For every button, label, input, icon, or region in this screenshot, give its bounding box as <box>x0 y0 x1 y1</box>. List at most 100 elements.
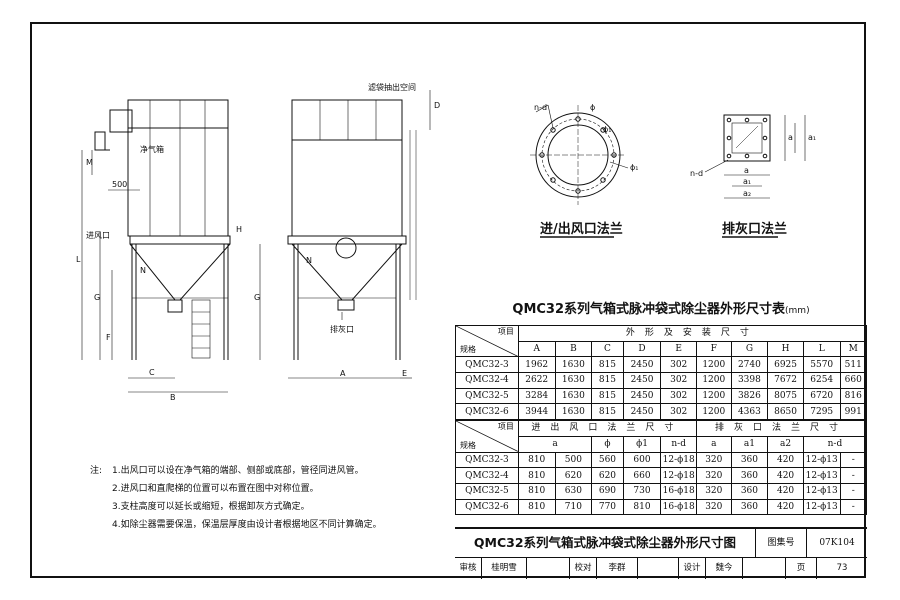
value-cell: 420 <box>767 467 804 484</box>
value-cell: - <box>839 451 868 469</box>
value-cell: 302 <box>660 356 697 374</box>
note-item: 4.如除尘器需要保温，保温层厚度由设计者根据地区不同计算确定。 <box>112 520 382 530</box>
table-title-text: QMC32系列气箱式脉冲袋式除尘器外形尺寸表 <box>512 302 786 317</box>
reviewer-signature <box>527 558 570 579</box>
atlas-number: 07K104 <box>819 538 855 548</box>
dim-h-label: H <box>236 225 242 234</box>
column-header: L <box>802 340 841 358</box>
front-view-drawing <box>259 90 431 379</box>
value-cell: 1200 <box>696 372 732 389</box>
value-cell: 816 <box>839 387 868 405</box>
value-cell: 2450 <box>622 372 662 389</box>
note-row: 4.如除尘器需要保温，保温层厚度由设计者根据地区不同计算确定。 <box>90 516 382 534</box>
value-cell: 360 <box>730 498 769 516</box>
table-group-header: 外形及安装尺寸 <box>517 325 868 342</box>
design-label: 设计 <box>679 558 706 579</box>
drawing-frame <box>30 22 866 578</box>
value-cell: 6720 <box>802 387 841 405</box>
inlet-flange-drawing <box>530 104 629 205</box>
value-cell: 660 <box>622 467 662 484</box>
ash-flange-caption: 排灰口法兰 <box>722 221 787 237</box>
column-header: a1 <box>730 435 769 453</box>
dim-l-label: L <box>76 255 81 264</box>
atlas-label: 图集号 <box>756 529 807 557</box>
value-cell: 12-ϕ13 <box>802 498 841 516</box>
value-cell: 991 <box>839 403 868 421</box>
value-cell: 7295 <box>802 403 841 421</box>
value-cell: 3944 <box>517 403 556 421</box>
column-header: M <box>839 340 868 358</box>
column-header: ϕ <box>591 435 624 453</box>
ash-flange-a-side-label: a <box>788 133 793 142</box>
air-inlet-label: 进风口 <box>86 231 110 240</box>
corner-top-label: 项目 <box>497 422 514 432</box>
value-cell: 1630 <box>554 387 593 405</box>
model-cell: QMC32-3 <box>455 356 519 374</box>
value-cell: 600 <box>622 451 662 469</box>
value-cell: 620 <box>591 467 624 484</box>
value-cell: 620 <box>554 467 593 484</box>
model-cell: QMC32-5 <box>455 482 519 500</box>
value-cell: 2450 <box>622 387 662 405</box>
inlet-flange-nd-label: n-d <box>534 103 547 112</box>
proofer-signature <box>638 558 679 579</box>
value-cell: 4363 <box>730 403 769 421</box>
ash-flange-a1-side-label: a₁ <box>808 133 816 142</box>
drawing-title: QMC32系列气箱式脉冲袋式除尘器外形尺寸图 <box>455 529 756 557</box>
note-item: 3.支柱高度可以延长或缩短，根据卸灰方式确定。 <box>112 502 310 512</box>
value-cell: 420 <box>767 498 804 516</box>
dim-d-label: D <box>434 101 440 110</box>
proof-label: 校对 <box>570 558 597 579</box>
value-cell: 1200 <box>696 387 732 405</box>
value-cell: 16-ϕ18 <box>660 482 697 500</box>
value-cell: 12-ϕ13 <box>802 467 841 484</box>
corner-bottom-label: 规格 <box>460 345 476 355</box>
value-cell: 560 <box>591 451 624 469</box>
column-header: G <box>730 340 769 358</box>
side-view-drawing <box>81 99 231 393</box>
value-cell: 360 <box>730 482 769 500</box>
value-cell: 420 <box>767 451 804 469</box>
column-header: D <box>622 340 662 358</box>
value-cell: 1630 <box>554 403 593 421</box>
value-cell: 770 <box>591 498 624 516</box>
column-header: n-d <box>660 435 697 453</box>
value-cell: 810 <box>622 498 662 516</box>
value-cell: - <box>839 482 868 500</box>
value-cell: 8650 <box>767 403 804 421</box>
value-cell: 2450 <box>622 403 662 421</box>
review-label: 审核 <box>455 558 482 579</box>
value-cell: 815 <box>591 403 624 421</box>
model-cell: QMC32-4 <box>455 372 519 389</box>
table-corner-cell: 项目规格 <box>455 324 519 358</box>
ash-flange-drawing <box>704 114 806 199</box>
value-cell: 6254 <box>802 372 841 389</box>
value-cell: 360 <box>730 467 769 484</box>
value-cell: 320 <box>696 498 732 516</box>
column-header: a <box>696 435 732 453</box>
column-header: ϕ1 <box>622 435 662 453</box>
column-header: A <box>517 340 556 358</box>
value-cell: 810 <box>517 482 556 500</box>
ash-outlet-label: 排灰口 <box>330 324 354 334</box>
filter-bag-space-label: 滤袋抽出空间 <box>368 82 416 92</box>
dim-n-label-front: N <box>306 256 312 265</box>
value-cell: 1200 <box>696 403 732 421</box>
value-cell: 1962 <box>517 356 556 374</box>
model-cell: QMC32-4 <box>455 467 519 484</box>
value-cell: 7672 <box>767 372 804 389</box>
value-cell: 12-ϕ18 <box>660 467 697 484</box>
reviewer-name: 桂明雪 <box>482 558 527 579</box>
value-cell: 1200 <box>696 356 732 374</box>
dim-m-label: M <box>86 158 93 167</box>
model-cell: QMC32-6 <box>455 498 519 516</box>
value-cell: 710 <box>554 498 593 516</box>
value-cell: 1630 <box>554 356 593 374</box>
dim-b-label: B <box>170 393 176 402</box>
